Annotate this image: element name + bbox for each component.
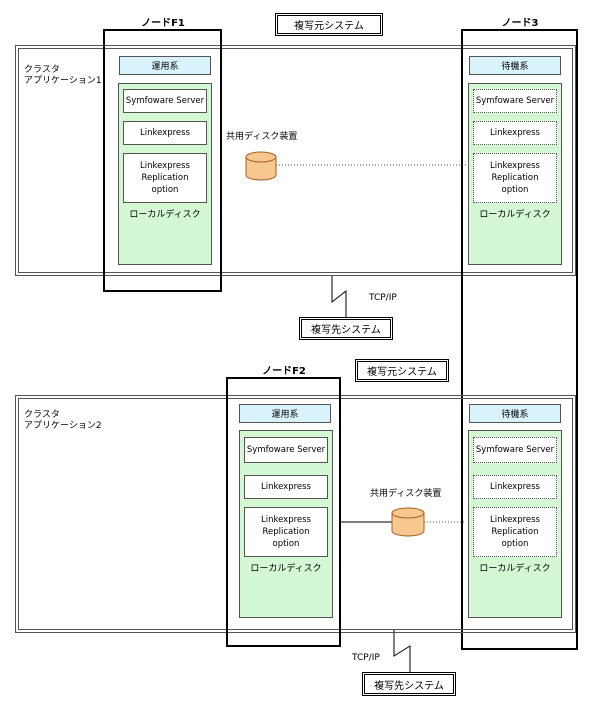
local-disk-label-bottom-right: ローカルディスク (479, 564, 551, 574)
local-disk-label-top-right: ローカルディスク (479, 210, 551, 220)
node-f1-frame (103, 29, 222, 292)
cluster-label-1-line2: アプリケーション1 (24, 76, 102, 86)
shared-disk-label-top: 共用ディスク装置 (226, 132, 298, 142)
role-active-bottom: 運用系 (239, 404, 331, 423)
linkexpress-top-left: Linkexpress (123, 121, 207, 145)
tcpip-label-bottom: TCP/IP (352, 653, 380, 663)
node-f1-label: ノードF1 (141, 18, 185, 29)
replication-option-bottom-left: Linkexpress Replication option (244, 507, 328, 557)
role-standby-bottom: 待機系 (469, 404, 561, 423)
symfoware-server-bottom-left: Symfoware Server (244, 437, 328, 463)
cluster-label-1-line1: クラスタ (24, 65, 60, 75)
node-3-label: ノード3 (501, 18, 539, 29)
linkexpress-bottom-right: Linkexpress (473, 475, 557, 499)
local-disk-label-top-left: ローカルディスク (129, 210, 201, 220)
symfoware-server-bottom-right: Symfoware Server (473, 437, 557, 463)
linkexpress-top-right: Linkexpress (473, 121, 557, 145)
source-system-box-top: 複写元システム (275, 13, 383, 36)
cluster-label-2: クラスタ アプリケーション2 (24, 410, 102, 432)
role-standby-top: 待機系 (469, 56, 561, 75)
replication-option-bottom-right: Linkexpress Replication option (473, 507, 557, 557)
shared-disk-label-bottom: 共用ディスク装置 (370, 489, 442, 499)
linkexpress-bottom-left: Linkexpress (244, 475, 328, 499)
tcpip-link-bottom (393, 630, 411, 672)
cluster-box-2 (15, 395, 576, 633)
node-f2-label: ノードF2 (262, 366, 306, 377)
symfoware-server-top-right: Symfoware Server (473, 89, 557, 113)
role-active-top: 運用系 (119, 56, 211, 75)
shared-disk-top-icon (245, 151, 277, 181)
target-system-box-top: 複写先システム (299, 317, 393, 340)
replication-option-top-left: Linkexpress Replication option (123, 153, 207, 203)
target-system-box-bottom: 複写先システム (362, 672, 456, 696)
shared-disk-bottom-icon (391, 507, 425, 537)
tcpip-link-top (331, 276, 347, 320)
local-disk-label-bottom-left: ローカルディスク (250, 564, 322, 574)
symfoware-server-top-left: Symfoware Server (123, 89, 207, 113)
cluster-label-1: クラスタ アプリケーション1 (24, 65, 102, 87)
cluster-label-2-line2: アプリケーション2 (24, 421, 102, 431)
cluster-label-2-line1: クラスタ (24, 410, 60, 420)
node-3-frame (461, 29, 578, 650)
tcpip-label-top: TCP/IP (369, 293, 397, 303)
cluster-box-1 (15, 45, 576, 276)
node-f2-frame (226, 377, 341, 647)
replication-option-top-right: Linkexpress Replication option (473, 153, 557, 203)
source-system-box-bottom: 複写元システム (355, 359, 449, 382)
